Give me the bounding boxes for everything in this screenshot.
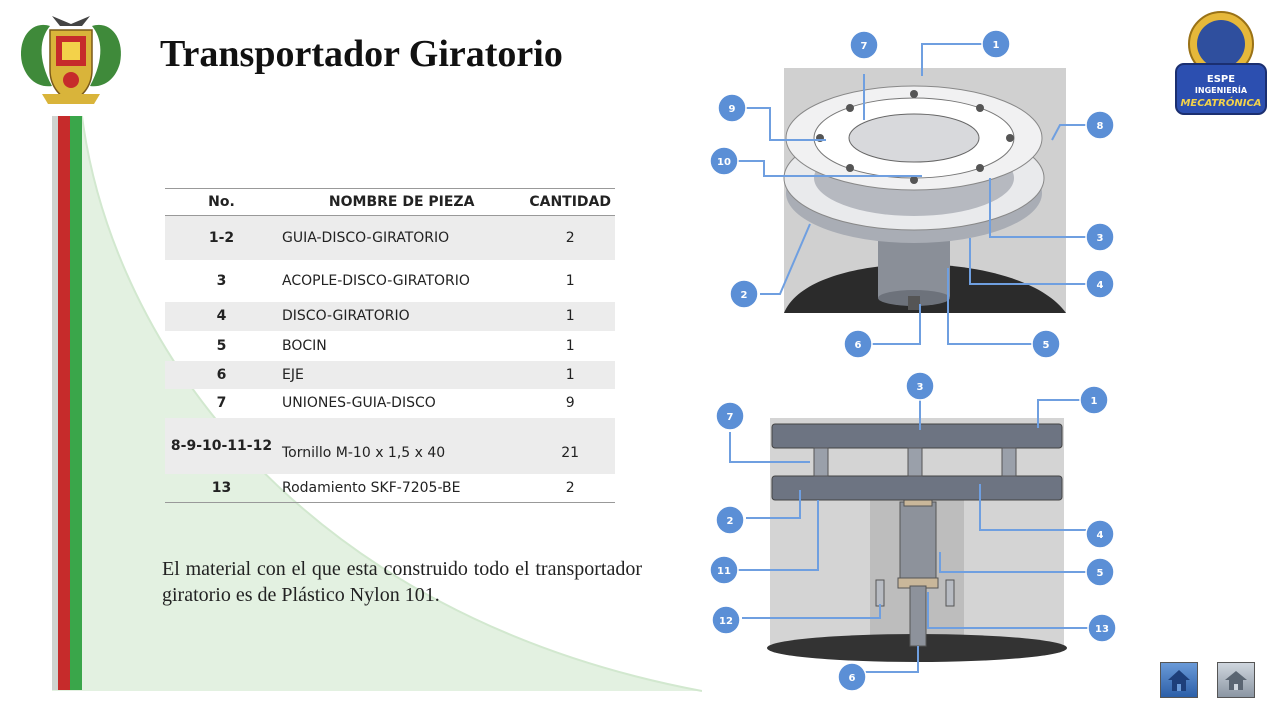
callout-label: 3	[1097, 233, 1104, 244]
table-row: 3 ACOPLE-DISCO-GIRATORIO 1	[165, 260, 615, 302]
callout-label: 1	[993, 40, 1000, 51]
cell-name: BOCIN	[282, 337, 327, 354]
table-row: 8-9-10-11-12 Tornillo M-10 x 1,5 x 40 21	[165, 417, 615, 474]
cell-name: Rodamiento SKF-7205-BE	[278, 473, 526, 503]
cell-name: EJE	[278, 360, 526, 389]
home-button[interactable]	[1160, 662, 1198, 698]
home-end-icon	[1225, 671, 1247, 690]
gray-stripe	[52, 116, 58, 690]
header-qty: CANTIDAD	[525, 188, 615, 216]
header-no: No.	[165, 188, 278, 216]
cell-name: Tornillo M-10 x 1,5 x 40	[278, 417, 526, 474]
espe-mecatronica-logo: ESPE INGENIERÍA MECATRÓNICA	[1175, 11, 1267, 115]
svg-text:ESPE: ESPE	[1207, 74, 1235, 85]
table-row: 5 BOCIN 1	[165, 331, 615, 361]
cell-no: 6	[165, 360, 278, 389]
cell-no: 4	[165, 301, 278, 331]
table-row: 6 EJE 1	[165, 360, 615, 389]
cell-qty: 1	[565, 272, 575, 289]
table-row: 4 DISCO-GIRATORIO 1	[165, 301, 615, 331]
cell-qty: 2	[525, 215, 615, 260]
page-title: Transportador Giratorio	[160, 33, 563, 75]
cell-no: 5	[216, 337, 227, 354]
header-name: NOMBRE DE PIEZA	[278, 188, 526, 216]
callout-label: 4	[1097, 280, 1104, 291]
callout-label: 10	[717, 157, 731, 168]
end-button[interactable]	[1217, 662, 1255, 698]
callout-label: 12	[719, 616, 733, 627]
cell-name: ACOPLE-DISCO-GIRATORIO	[282, 272, 470, 289]
coat-of-arms-crest	[21, 16, 121, 104]
material-note: El material con el que esta construido t…	[162, 558, 642, 606]
cell-name: DISCO-GIRATORIO	[278, 301, 526, 331]
cell-qty: 1	[565, 337, 575, 354]
cell-name: GUIA-DISCO-GIRATORIO	[278, 215, 526, 260]
cell-name: UNIONES-GUIA-DISCO	[282, 395, 436, 411]
cell-qty: 9	[565, 395, 575, 411]
parts-table: No. NOMBRE DE PIEZA CANTIDAD 1-2 GUIA-DI…	[165, 188, 615, 503]
svg-text:MECATRÓNICA: MECATRÓNICA	[1180, 96, 1261, 109]
callout-label: 8	[1097, 121, 1104, 132]
callout-label: 9	[729, 104, 736, 115]
callout-label: 5	[1097, 568, 1104, 579]
callout-label: 2	[727, 516, 734, 527]
green-stripe	[70, 116, 82, 690]
cell-no: 3	[216, 272, 227, 289]
callout-label: 4	[1097, 530, 1104, 541]
callout-label: 3	[917, 382, 924, 393]
table-row: 1-2 GUIA-DISCO-GIRATORIO 2	[165, 215, 615, 260]
svg-text:INGENIERÍA: INGENIERÍA	[1195, 84, 1248, 95]
callout-marker	[849, 30, 879, 60]
cell-no: 1-2	[165, 215, 278, 260]
callout-label: 2	[741, 290, 748, 301]
callout-label: 6	[849, 673, 856, 684]
callout-label: 13	[1095, 624, 1109, 635]
table-row: 13 Rodamiento SKF-7205-BE 2	[165, 473, 615, 503]
cell-qty: 1	[525, 301, 615, 331]
cell-qty: 1	[525, 360, 615, 389]
callout-label: 7	[861, 41, 868, 52]
callout-label: 1	[1091, 396, 1098, 407]
assembly-isometric-figure: 7 1 9 8 10 3 2 4 6 5	[709, 29, 1115, 359]
cell-qty: 21	[525, 417, 615, 474]
cell-no: 8-9-10-11-12	[165, 417, 278, 474]
callout-label: 7	[727, 412, 734, 423]
cell-no: 13	[165, 473, 278, 503]
table-row: 7 UNIONES-GUIA-DISCO 9	[165, 389, 615, 418]
assembly-front-view-figure: 3 7 1 2 4 11 5 12 13 6	[709, 372, 1117, 692]
home-icon	[1168, 670, 1190, 691]
red-stripe	[58, 116, 70, 690]
cell-no: 7	[216, 395, 227, 411]
callout-label: 6	[855, 340, 862, 351]
table-header-row: No. NOMBRE DE PIEZA CANTIDAD	[165, 188, 615, 216]
callout-label: 11	[717, 566, 731, 577]
cell-qty: 2	[525, 473, 615, 503]
callout-label: 5	[1043, 340, 1050, 351]
